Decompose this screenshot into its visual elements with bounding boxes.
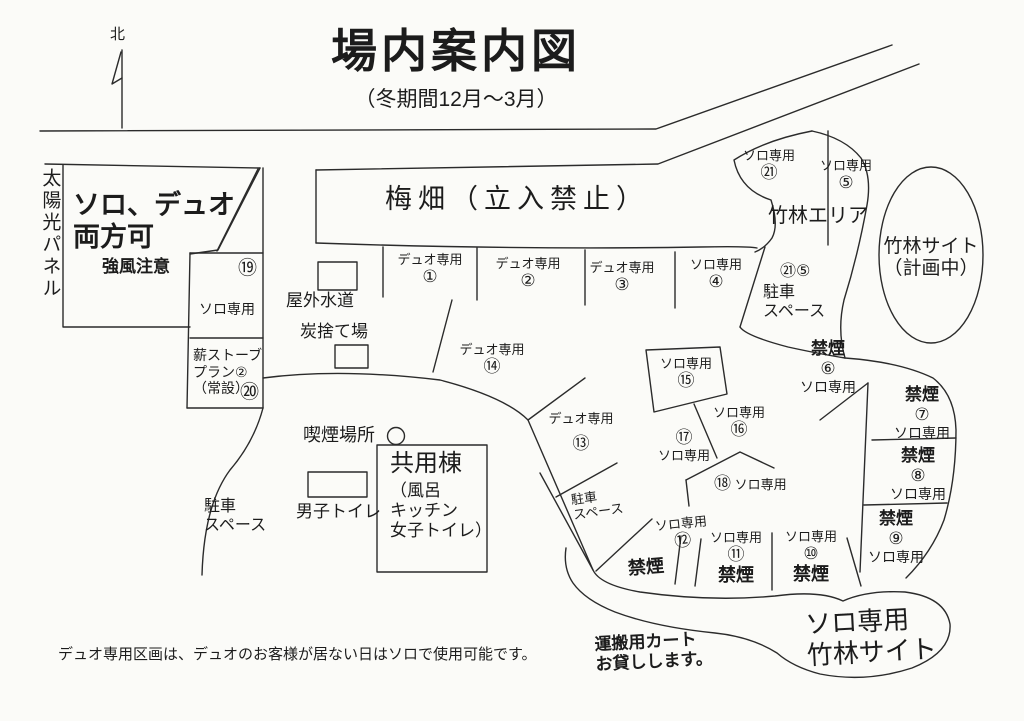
site6: 禁煙 ⑥ ソロ専用	[800, 339, 856, 396]
north-arrow-icon	[111, 49, 123, 129]
site3: デュオ専用 ③	[589, 260, 655, 295]
site18-lines	[685, 451, 775, 507]
bamboo-area-outline	[733, 130, 870, 359]
bamboo-site-planned-ellipse	[878, 166, 984, 344]
charcoal-rect	[334, 344, 369, 369]
solo-duo-area-label: ソロ、デュオ 両方可	[73, 190, 235, 252]
outdoor-water-rect	[317, 261, 358, 291]
right-sites-outline	[819, 357, 957, 579]
shared-building-label: 共用棟 （風呂 キッチン 女子トイレ）	[390, 450, 492, 541]
site12: ソロ専用 ⑫	[654, 513, 708, 552]
smoking-area-label: 喫煙場所	[303, 425, 375, 445]
smoking-spot-circle	[386, 426, 406, 446]
site19-20-outline	[186, 167, 264, 409]
site17: ⑰ ソロ専用	[657, 428, 711, 464]
bamboo-site-planned-label: 竹林サイト （計画中）	[883, 236, 979, 280]
road-top-upper	[39, 44, 893, 132]
road-top-lower	[315, 63, 920, 171]
site15: ソロ専用 ⑮	[659, 356, 713, 391]
site19-number: ⑲	[238, 258, 258, 279]
bottom-row-dividers	[595, 518, 862, 591]
mens-toilet-label: 男子トイレ	[296, 502, 381, 521]
cart-notice: 運搬用カート お貸しします。	[594, 629, 714, 675]
solo-bamboo-site-label: ソロ専用 竹林サイト	[804, 604, 938, 671]
parking-left-label: 駐車 スペース	[204, 498, 267, 534]
site9: 禁煙 ⑨ ソロ専用	[868, 509, 924, 566]
site-row-dividers	[382, 246, 766, 328]
site4: ソロ専用 ④	[689, 257, 743, 292]
site7: 禁煙 ⑦ ソロ専用	[894, 385, 950, 442]
site16-divider	[693, 403, 718, 459]
site13: デュオ専用 ⑬	[548, 411, 614, 454]
mens-toilet-rect	[307, 471, 368, 498]
site21: ソロ専用 ㉑	[742, 148, 796, 183]
page-title: 場内案内図	[331, 25, 581, 77]
site15-box	[645, 346, 728, 413]
north-label: 北	[110, 26, 126, 43]
ume-field-label: 梅畑（立入禁止）	[385, 184, 649, 214]
site2: デュオ専用 ②	[495, 256, 561, 291]
bamboo-area-label: 竹林エリア	[768, 205, 868, 227]
shared-building-rect	[376, 444, 488, 573]
parking-left-curve	[201, 407, 264, 576]
wind-caution-label: 強風注意	[102, 257, 170, 276]
site18: ⑱ ソロ専用	[714, 474, 787, 493]
site10: ソロ専用 ⑩ 禁煙	[784, 529, 838, 585]
charcoal-label: 炭捨て場	[300, 322, 368, 341]
site11: ソロ専用 ⑪ 禁煙	[709, 530, 763, 586]
stove-plan-label: 薪ストーブ プラン② （常設）	[193, 347, 263, 397]
site8: 禁煙 ⑧ ソロ専用	[890, 446, 946, 503]
site1: デュオ専用 ①	[397, 252, 463, 287]
site12-no-smoking-label: 禁煙	[627, 555, 665, 579]
page-subtitle: （冬期間12月～3月）	[354, 88, 558, 111]
footnote: デュオ専用区画は、デュオのお客様が居ない日はソロで使用可能です。	[58, 646, 537, 663]
ume-field-outline	[315, 169, 758, 249]
site5: ソロ専用 ⑤	[819, 158, 873, 193]
site14: デュオ専用 ⑭	[459, 342, 525, 377]
site19-label: ソロ専用	[199, 301, 255, 317]
solar-panel-label: 太陽光パネル	[39, 168, 61, 300]
outdoor-water-label: 屋外水道	[286, 291, 354, 310]
site20-number: ⑳	[240, 382, 260, 403]
site16: ソロ専用 ⑯	[712, 405, 766, 440]
parking-21-5-numbers: ㉑⑤	[780, 263, 811, 280]
parking-bamboo-label: 駐車 スペース	[763, 284, 826, 320]
inner-road-lines	[262, 299, 618, 571]
bottom-road-and-blob	[539, 472, 951, 679]
